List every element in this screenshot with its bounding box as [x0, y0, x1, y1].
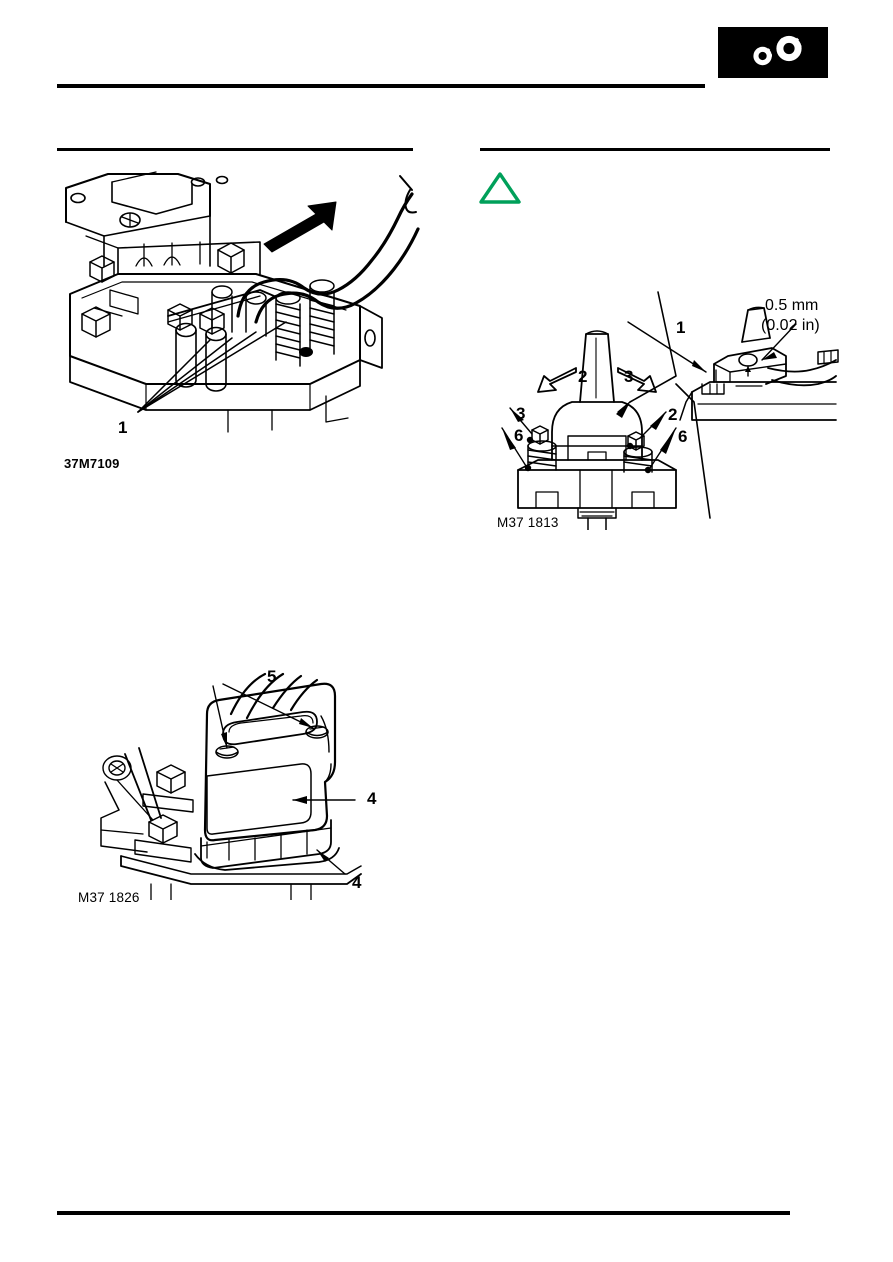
figure-injection-pump-valve-block — [60, 170, 420, 440]
left-column-divider — [57, 148, 413, 151]
callout-5-fig3: 5 — [267, 667, 277, 686]
figure-solenoid-valve-assembly — [480, 280, 840, 530]
warning-triangle-icon — [478, 171, 522, 205]
callout-4-fig3-gasket: 4 — [352, 873, 362, 892]
dimension-metric: 0.5 mm — [765, 297, 819, 314]
figure-caption-m37-1826: M37 1826 — [78, 890, 140, 905]
gears-icon — [718, 27, 828, 78]
figure-pump-cover-housing — [95, 670, 385, 900]
callout-6-fig2-right: 6 — [678, 427, 688, 446]
right-column-divider — [480, 148, 830, 151]
callout-2-fig2-top: 2 — [578, 367, 588, 386]
callout-6-fig2-left: 6 — [514, 426, 524, 445]
figure-caption-m37-1813: M37 1813 — [497, 515, 559, 530]
callout-4-fig3-cover: 4 — [367, 789, 377, 808]
callout-1-fig1: 1 — [118, 418, 128, 437]
callout-1-fig2-inset: 1 — [676, 318, 686, 337]
callout-2-fig2-right: 2 — [668, 405, 678, 424]
header-divider — [57, 84, 705, 88]
callout-3-fig2-top: 3 — [624, 367, 634, 386]
footer-divider — [57, 1211, 790, 1215]
dimension-imperial: (0.02 in) — [761, 317, 820, 334]
callout-3-fig2-left: 3 — [516, 404, 526, 423]
figure-caption-37m7109: 37M7109 — [64, 456, 120, 471]
